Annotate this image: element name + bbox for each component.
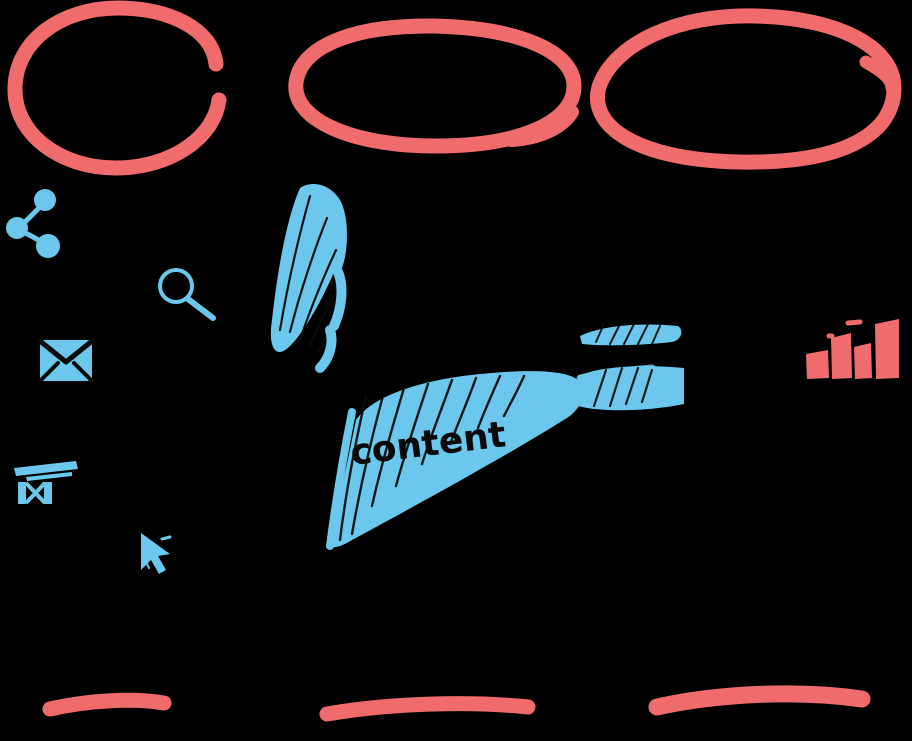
bar-3 [854,343,872,379]
ellipse-left[interactable] [7,0,227,176]
footer-stroke-right[interactable] [648,685,871,716]
ellipse-center[interactable] [288,18,582,154]
search-icon[interactable] [158,268,216,321]
broken-image-icon[interactable] [14,461,78,505]
bar-4 [875,319,899,379]
cursor-icon[interactable] [141,533,172,574]
share-icon[interactable] [6,189,60,258]
text-line-scribble-long[interactable] [578,366,684,411]
bar-1 [806,350,829,379]
red-bar-chart[interactable] [806,319,899,379]
footer-stroke-center[interactable] [319,696,536,722]
vertical-scribble-block[interactable] [270,184,347,373]
ellipse-right[interactable] [590,8,902,170]
bar-2 [831,333,852,379]
mail-icon[interactable] [37,338,95,383]
footer-stroke-left[interactable] [42,692,172,717]
text-line-scribble-short[interactable] [580,323,682,346]
